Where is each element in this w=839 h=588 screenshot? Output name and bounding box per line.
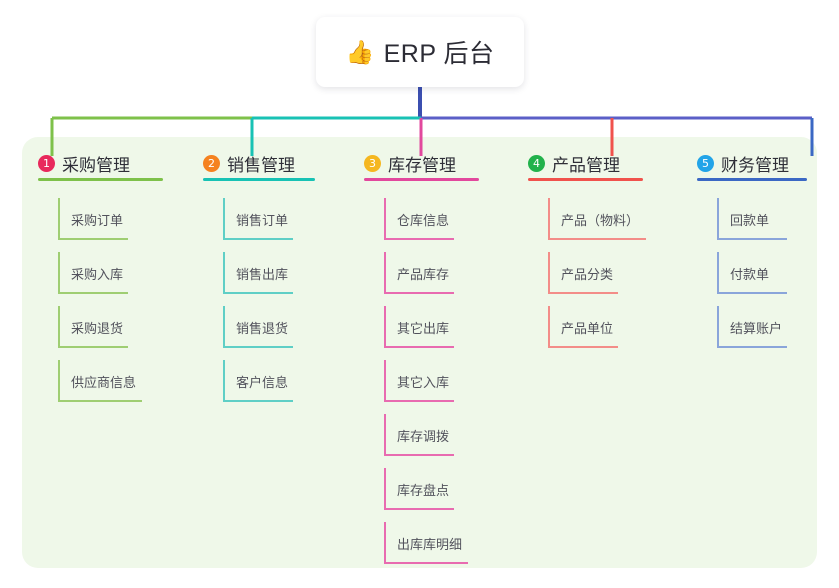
leaf-label: 库存调拨 bbox=[397, 429, 450, 444]
leaf-label: 采购入库 bbox=[71, 267, 124, 282]
leaf-underline bbox=[717, 292, 787, 294]
leaf-label: 出库库明细 bbox=[397, 537, 463, 552]
branch-title: 财务管理 bbox=[721, 155, 789, 175]
leaf-label: 结算账户 bbox=[730, 321, 783, 336]
branch-header-5[interactable]: 5 财务管理 bbox=[697, 146, 807, 181]
leaf-label: 供应商信息 bbox=[71, 375, 137, 390]
leaf-label: 其它入库 bbox=[397, 375, 450, 390]
leaf-label: 销售退货 bbox=[236, 321, 289, 336]
branch-underline bbox=[203, 178, 315, 181]
branch-number-badge: 3 bbox=[364, 154, 381, 172]
branch-column-3: 3 库存管理仓库信息产品库存其它出库其它入库库存调拨库存盘点出库库明细 bbox=[364, 146, 479, 564]
leaf-stem bbox=[384, 414, 386, 456]
leaf-underline bbox=[223, 346, 293, 348]
leaf-stem bbox=[223, 306, 225, 348]
leaf-underline bbox=[58, 346, 128, 348]
leaf-underline bbox=[384, 562, 468, 564]
leaf-underline bbox=[384, 292, 454, 294]
leaf-underline bbox=[717, 346, 787, 348]
branch-underline bbox=[697, 178, 807, 181]
leaf-label: 产品库存 bbox=[397, 267, 450, 282]
leaf-underline bbox=[58, 400, 142, 402]
leaf-stem bbox=[384, 252, 386, 294]
leaf-label: 客户信息 bbox=[236, 375, 289, 390]
leaf-stem bbox=[548, 306, 550, 348]
leaf-underline bbox=[384, 454, 454, 456]
branch-column-2: 2 销售管理销售订单销售出库销售退货客户信息 bbox=[203, 146, 315, 402]
leaf-underline bbox=[548, 346, 618, 348]
root-node-title: ERP 后台 bbox=[383, 40, 495, 68]
leaf-underline bbox=[548, 292, 618, 294]
leaf-stem bbox=[717, 252, 719, 294]
leaf-stem bbox=[717, 198, 719, 240]
leaf-stem bbox=[223, 360, 225, 402]
leaf-label: 采购订单 bbox=[71, 213, 124, 228]
branch-header-1[interactable]: 1 采购管理 bbox=[38, 146, 163, 181]
leaf-underline bbox=[223, 400, 293, 402]
leaf-stem bbox=[223, 198, 225, 240]
leaf-label: 产品（物料） bbox=[561, 213, 640, 228]
leaf-stem bbox=[717, 306, 719, 348]
leaf-stem bbox=[58, 198, 60, 240]
branch-column-5: 5 财务管理回款单付款单结算账户 bbox=[697, 146, 807, 348]
diagram-background-panel bbox=[22, 137, 817, 568]
leaf-underline bbox=[223, 292, 293, 294]
branch-header-3[interactable]: 3 库存管理 bbox=[364, 146, 479, 181]
root-node-erp-backend[interactable]: 👍 ERP 后台 bbox=[316, 17, 524, 87]
leaf-stem bbox=[384, 522, 386, 564]
leaf-stem bbox=[58, 360, 60, 402]
branch-underline bbox=[528, 178, 643, 181]
leaf-stem bbox=[58, 306, 60, 348]
leaf-stem bbox=[223, 252, 225, 294]
leaf-stem bbox=[384, 306, 386, 348]
leaf-label: 其它出库 bbox=[397, 321, 450, 336]
leaf-stem bbox=[58, 252, 60, 294]
branch-number-badge: 4 bbox=[528, 154, 545, 172]
leaf-underline bbox=[384, 238, 454, 240]
branch-underline bbox=[364, 178, 479, 181]
leaf-underline bbox=[384, 400, 454, 402]
leaf-underline bbox=[384, 508, 454, 510]
branch-title: 销售管理 bbox=[227, 155, 295, 175]
branch-column-4: 4 产品管理产品（物料） 产品分类产品单位 bbox=[528, 146, 646, 348]
branch-title: 产品管理 bbox=[552, 155, 620, 175]
branch-number-badge: 5 bbox=[697, 154, 714, 172]
leaf-label: 仓库信息 bbox=[397, 213, 450, 228]
branch-title: 采购管理 bbox=[62, 155, 130, 175]
leaf-underline bbox=[384, 346, 454, 348]
leaf-label: 库存盘点 bbox=[397, 483, 450, 498]
leaf-label: 付款单 bbox=[730, 267, 770, 282]
leaf-stem bbox=[384, 198, 386, 240]
leaf-underline bbox=[58, 292, 128, 294]
leaf-stem bbox=[548, 198, 550, 240]
leaf-label: 产品分类 bbox=[561, 267, 614, 282]
branch-column-1: 1 采购管理采购订单采购入库采购退货供应商信息 bbox=[38, 146, 163, 402]
leaf-label: 产品单位 bbox=[561, 321, 614, 336]
root-node-label: 👍 ERP 后台 bbox=[345, 34, 494, 70]
branch-title: 库存管理 bbox=[388, 155, 456, 175]
branch-header-4[interactable]: 4 产品管理 bbox=[528, 146, 643, 181]
leaf-underline bbox=[58, 238, 128, 240]
branch-header-2[interactable]: 2 销售管理 bbox=[203, 146, 315, 181]
leaf-underline bbox=[717, 238, 787, 240]
leaf-label: 销售出库 bbox=[236, 267, 289, 282]
branch-underline bbox=[38, 178, 163, 181]
thumbs-up-icon: 👍 bbox=[345, 38, 375, 65]
branch-number-badge: 1 bbox=[38, 154, 55, 172]
leaf-stem bbox=[548, 252, 550, 294]
leaf-underline bbox=[223, 238, 293, 240]
leaf-stem bbox=[384, 360, 386, 402]
leaf-label: 采购退货 bbox=[71, 321, 124, 336]
leaf-label: 回款单 bbox=[730, 213, 770, 228]
branch-number-badge: 2 bbox=[203, 154, 220, 172]
leaf-label: 销售订单 bbox=[236, 213, 289, 228]
leaf-stem bbox=[384, 468, 386, 510]
leaf-underline bbox=[548, 238, 646, 240]
